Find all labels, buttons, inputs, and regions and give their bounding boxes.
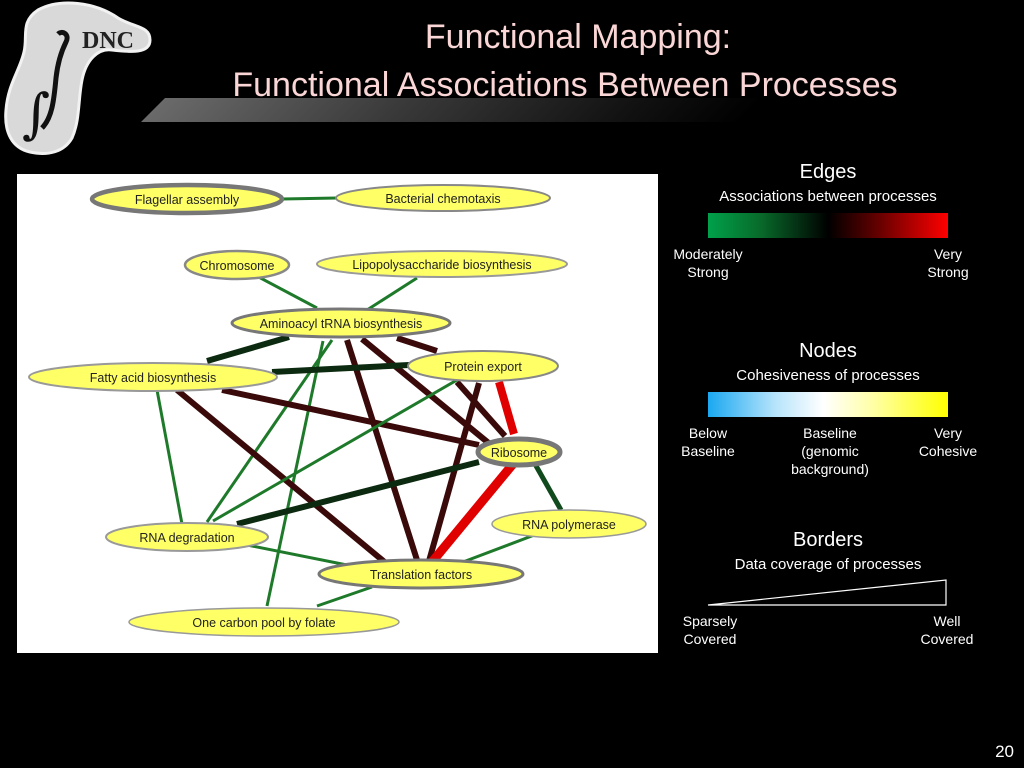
edge-lipopoly-aminoacyl <box>366 276 418 312</box>
borders-legend-heading: Borders <box>792 529 864 551</box>
node-flagellar-assembly: Flagellar assembly <box>89 182 285 216</box>
edges-legend-right: Very Strong <box>910 245 986 281</box>
edges-legend-left-line2: Strong <box>687 264 729 280</box>
nodes: Flagellar assembly Bacterial chemotaxis … <box>28 182 647 637</box>
node-label: Bacterial chemotaxis <box>385 192 500 206</box>
edges-legend-left: Moderately Strong <box>660 245 756 281</box>
edge-fatty-rnadeg <box>155 389 184 525</box>
node-rna-polymerase: RNA polymerase <box>491 509 647 539</box>
edge-flagellar-chemotaxis <box>281 196 338 201</box>
borders-legend-right-line1: Well <box>933 613 961 629</box>
nodes-legend-heading: Nodes <box>799 340 857 362</box>
edge-fatty-translation <box>175 387 389 567</box>
nodes-legend-mid-line3: background) <box>791 461 869 477</box>
edge-protein-translation <box>426 382 482 562</box>
edge-translation-onecarbon <box>316 585 373 608</box>
edge-fatty-ribosome <box>221 387 480 448</box>
nodes-legend-right-line2: Cohesive <box>918 443 978 459</box>
node-lipopolysaccharide-biosynthesis: Lipopolysaccharide biosynthesis <box>316 250 568 278</box>
edge-ribosome-rnapol <box>532 462 564 512</box>
borders-legend-subheading: Data coverage of processes <box>734 556 922 573</box>
node-aminoacyl-trna-biosynthesis: Aminoacyl tRNA biosynthesis <box>230 307 452 339</box>
logo-text: DNC <box>82 28 134 54</box>
edge-fatty-protein <box>271 362 410 375</box>
edge-protein-ribosome <box>454 380 508 438</box>
node-label: RNA degradation <box>139 531 234 545</box>
node-cohesiveness-gradient <box>708 392 948 417</box>
node-label: Aminoacyl tRNA biosynthesis <box>260 317 423 331</box>
page-title-line1: Functional Mapping: <box>424 18 732 56</box>
node-label: Protein export <box>444 360 522 374</box>
title-underline-bar <box>141 98 765 122</box>
logo-integral-icon: ∫ <box>22 82 50 145</box>
edges-legend-heading: Edges <box>799 161 857 183</box>
edge-rnapol-translation <box>462 532 538 564</box>
edge-protein-translation-red <box>495 380 518 436</box>
edges-legend-subheading: Associations between processes <box>719 188 937 205</box>
nodes-legend-middle: Baseline (genomic background) <box>780 424 880 478</box>
borders-legend-left-line2: Covered <box>683 631 737 647</box>
borders-legend-left: Sparsely Covered <box>668 612 752 648</box>
border-coverage-wedge <box>707 579 947 606</box>
page-title-line2: Functional Associations Between Processe… <box>232 66 898 104</box>
edge-ribosome-rnadeg <box>236 459 480 527</box>
node-translation-factors: Translation factors <box>317 558 525 590</box>
node-one-carbon-pool-by-folate: One carbon pool by folate <box>128 607 400 637</box>
node-label: Fatty acid biosynthesis <box>90 371 216 385</box>
nodes-legend-left-line1: Below <box>688 425 728 441</box>
edges-legend-left-line1: Moderately <box>673 246 743 262</box>
node-rna-degradation: RNA degradation <box>105 522 269 552</box>
nodes-legend-left: Below Baseline <box>668 424 748 460</box>
borders-legend-right: Well Covered <box>906 612 988 648</box>
nodes-legend-left-line2: Baseline <box>681 443 735 459</box>
node-fatty-acid-biosynthesis: Fatty acid biosynthesis <box>28 362 278 392</box>
node-label: Translation factors <box>370 568 472 582</box>
node-label: Flagellar assembly <box>135 193 240 207</box>
edge-chromosome-aminoacyl <box>252 272 318 310</box>
node-bacterial-chemotaxis: Bacterial chemotaxis <box>335 184 551 212</box>
node-label: Ribosome <box>491 446 547 460</box>
edge-ribosome-translation-red <box>428 461 517 565</box>
nodes-legend-right: Very Cohesive <box>905 424 991 460</box>
node-label: Chromosome <box>199 259 274 273</box>
edges-legend-right-line2: Strong <box>927 264 969 280</box>
edge-strength-gradient <box>708 213 948 238</box>
edge-rnadeg-translation <box>246 543 353 568</box>
edge-aminoacyl-protein <box>396 335 438 354</box>
nodes-legend-mid-line1: Baseline <box>803 425 857 441</box>
edge-aminoacyl-translation <box>344 339 420 561</box>
node-ribosome: Ribosome <box>475 436 563 468</box>
edges <box>155 196 564 608</box>
node-label: One carbon pool by folate <box>192 616 335 630</box>
page-number: 20 <box>995 742 1014 761</box>
nodes-legend-right-line1: Very <box>933 425 962 441</box>
logo: DNC ∫ <box>4 1 152 155</box>
borders-legend-left-line1: Sparsely <box>682 613 738 629</box>
nodes-legend-mid-line2: (genomic <box>801 443 859 459</box>
node-chromosome: Chromosome <box>183 249 291 281</box>
edges-legend-right-line1: Very <box>933 246 962 262</box>
node-label: RNA polymerase <box>522 518 616 532</box>
edge-protein-rnadeg <box>212 378 458 523</box>
borders-legend-right-line2: Covered <box>920 631 974 647</box>
node-label: Lipopolysaccharide biosynthesis <box>352 258 531 272</box>
node-protein-export: Protein export <box>407 350 559 382</box>
network-diagram-svg: Flagellar assembly Bacterial chemotaxis … <box>28 182 647 637</box>
nodes-legend-subheading: Cohesiveness of processes <box>736 367 920 384</box>
edge-aminoacyl-fatty <box>206 334 290 364</box>
network-diagram: Flagellar assembly Bacterial chemotaxis … <box>17 174 658 653</box>
